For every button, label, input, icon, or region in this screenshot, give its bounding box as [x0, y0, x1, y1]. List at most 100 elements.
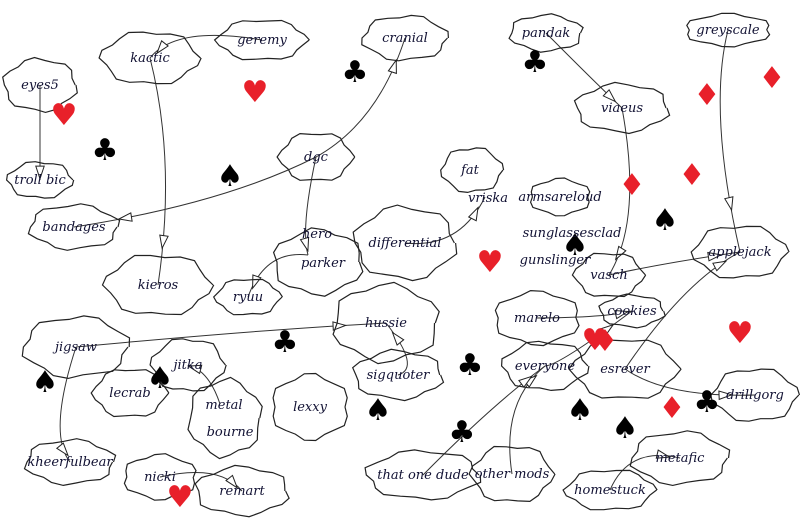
arrowhead-icon [599, 323, 615, 337]
edge-homestuck-metafic [609, 454, 681, 491]
node-label-remart: remart [219, 484, 265, 499]
node-bubble-everyone [500, 340, 590, 392]
edge-geremy-kactic [149, 34, 263, 59]
node-label-cranial: cranial [382, 31, 428, 46]
node-label-sunglassesclad: sunglassesclad [523, 226, 622, 241]
arrowhead-icon [655, 449, 672, 459]
edge-vasch-applejack [608, 251, 741, 276]
node-bubble-parker [272, 227, 364, 297]
club-icon: ♣ [522, 45, 549, 80]
edge-sigquoter-hussie [385, 322, 408, 376]
node-bubble-cranial [361, 14, 449, 62]
node-label-kieros: kieros [138, 278, 179, 293]
node-bubble-ryuu [212, 278, 283, 316]
node-label-differential: differential [369, 236, 442, 251]
node-label-other-mods: other mods [475, 467, 550, 482]
node-bubble-remart [194, 464, 290, 518]
diamond-icon: ♦ [619, 168, 646, 203]
node-label-nicki: nicki [144, 470, 176, 485]
diamond-icon: ♦ [694, 78, 721, 113]
node-bubble-other-mods [468, 445, 556, 503]
heart-icon: ♥ [51, 98, 78, 133]
arrowhead-icon [712, 260, 728, 272]
arrowhead-icon [159, 234, 169, 250]
arrowhead-icon [156, 39, 169, 55]
node-bubble-fat [440, 147, 505, 194]
node-bubble-kheerfulbear [23, 438, 117, 487]
edge-esrever-applejack [624, 251, 741, 370]
spade-icon: ♠ [562, 228, 589, 263]
node-label-ryuu: ryuu [233, 290, 263, 305]
node-label-metafic: metafic [656, 451, 706, 466]
edge-differential-vriska [404, 196, 486, 245]
edge-that-one-dude-everyone [422, 365, 546, 476]
node-label-geremy: geremy [237, 33, 287, 48]
node-label-vasch: vasch [590, 268, 627, 283]
node-bubble-homestuck [562, 469, 658, 511]
edge-everyone-cookies [544, 310, 633, 367]
edge-greyscale-applejack [719, 29, 741, 253]
heart-icon: ♥ [477, 245, 504, 280]
arrowhead-icon [225, 474, 239, 490]
node-label-lecrab: lecrab [109, 386, 150, 401]
node-bubble-bourne [187, 376, 263, 460]
diamond-icon: ♦ [759, 61, 786, 96]
node-label-esrever: esrever [600, 362, 650, 377]
club-icon: ♣ [92, 133, 119, 168]
club-icon: ♣ [449, 415, 476, 450]
club-icon: ♣ [342, 55, 369, 90]
edges-layer [35, 29, 756, 492]
edge-other-mods-everyone [509, 365, 546, 475]
node-label-bourne: bourne [207, 425, 254, 440]
edge-dgc-bandages [73, 156, 317, 228]
node-bubble-marelo [494, 289, 580, 347]
arrowhead-icon [35, 165, 45, 181]
node-label-troll-bic: troll bic [14, 173, 66, 188]
node-bubble-sigquoter [351, 348, 445, 402]
arrowhead-icon [186, 364, 203, 375]
node-bubble-jitka [149, 338, 227, 392]
heart-icon: ♥ [167, 480, 194, 515]
heart-icon: ♥ [727, 316, 754, 351]
edge-viaeus-vasch [608, 107, 631, 276]
node-bubble-viaeus [573, 81, 671, 135]
arrowhead-icon [718, 390, 734, 401]
node-bubble-troll-bic [5, 161, 75, 199]
node-bubble-kactic [98, 31, 202, 85]
node-bubble-metafic [629, 430, 731, 487]
node-label-fat: fat [460, 163, 480, 178]
node-label-sigquoter: sigquoter [367, 368, 431, 383]
arrowhead-icon [602, 88, 617, 103]
node-bubble-dgc [276, 132, 356, 181]
bubbles-layer [2, 12, 800, 518]
node-label-cookies: cookies [607, 304, 657, 319]
node-label-everyone: everyone [515, 359, 575, 374]
node-bubble-lecrab [90, 369, 170, 418]
heart-icon: ♥ [582, 323, 609, 358]
club-icon: ♣ [457, 348, 484, 383]
spade-icon: ♠ [365, 393, 392, 428]
arrowhead-icon [117, 212, 133, 222]
arrowhead-icon [724, 196, 734, 212]
node-bubble-applejack [690, 225, 790, 279]
node-bubble-lexxy [272, 372, 348, 442]
arrowhead-icon [518, 375, 533, 389]
arrowhead-icon [332, 321, 348, 331]
arrowhead-icon [391, 331, 405, 346]
arrowhead-icon [387, 58, 397, 75]
node-label-jigsaw: jigsaw [52, 340, 97, 355]
node-label-kactic: kactic [130, 51, 170, 66]
spade-icon: ♠ [147, 361, 174, 396]
spade-icon: ♠ [32, 365, 59, 400]
node-bubble-that-one-dude [364, 449, 482, 501]
node-label-dgc: dgc [304, 150, 329, 165]
spade-icon: ♠ [217, 159, 244, 194]
node-label-marelo: marelo [514, 311, 560, 326]
node-label-metal: metal [205, 398, 242, 413]
edge-jigsaw-kheerfulbear [59, 346, 77, 463]
node-label-parker: parker [301, 256, 346, 271]
node-label-viaeus: viaeus [601, 101, 643, 116]
club-icon: ♣ [272, 325, 299, 360]
node-bubble-drillgorg [710, 368, 800, 422]
spade-icon: ♠ [652, 203, 679, 238]
